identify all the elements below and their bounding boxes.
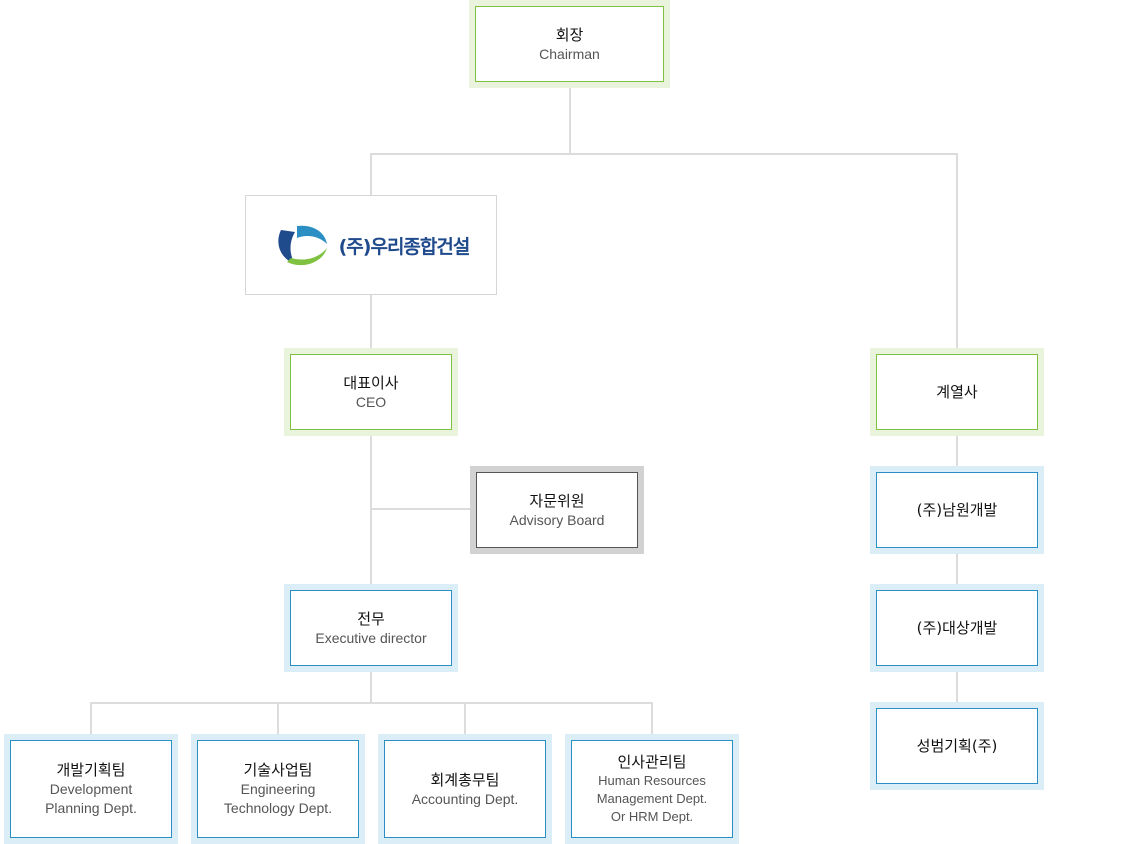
connector-line — [370, 295, 372, 348]
company-logo-box: (주)우리종합건설 — [245, 195, 497, 295]
dept-title-en: Planning Dept. — [45, 800, 137, 816]
connector-line — [277, 702, 279, 734]
dept-card: 인사관리팀 Human Resources Management Dept. O… — [571, 740, 733, 838]
ceo-card: 대표이사 CEO — [290, 354, 452, 430]
connector-line — [370, 508, 470, 510]
advisory-title-en: Advisory Board — [509, 511, 605, 528]
affiliate-name: (주)대상개발 — [916, 619, 998, 637]
dept-card: 회계총무팀 Accounting Dept. — [384, 740, 546, 838]
affiliate-card: 성범기획(주) — [876, 708, 1038, 784]
advisory-node: 자문위원 Advisory Board — [470, 466, 644, 554]
affiliate-node: (주)남원개발 — [870, 466, 1044, 554]
dept-title-en: Engineering — [240, 781, 316, 797]
connector-line — [651, 702, 653, 734]
connector-line — [464, 702, 466, 734]
dept-title-en: Technology Dept. — [223, 800, 333, 816]
chairman-card: 회장 Chairman — [475, 6, 664, 82]
chairman-title-en: Chairman — [539, 45, 600, 62]
connector-line — [90, 702, 653, 704]
dept-card: 개발기획팀 Development Planning Dept. — [10, 740, 172, 838]
dept-title-ko: 기술사업팀 — [243, 761, 313, 779]
connector-line — [370, 153, 958, 155]
affiliate-node: (주)대상개발 — [870, 584, 1044, 672]
affiliate-name: 성범기획(주) — [916, 737, 998, 755]
connector-line — [90, 702, 92, 734]
company-logo-text: (주)우리종합건설 — [338, 235, 471, 258]
affiliates-card: 계열사 — [876, 354, 1038, 430]
connector-line — [956, 553, 958, 584]
executive-card: 전무 Executive director — [290, 590, 452, 666]
connector-line — [956, 671, 958, 702]
affiliate-name: (주)남원개발 — [916, 501, 998, 519]
chairman-title-ko: 회장 — [555, 25, 584, 44]
affiliates-title: 계열사 — [936, 383, 978, 401]
dept-title-ko: 회계총무팀 — [430, 770, 500, 789]
ceo-node: 대표이사 CEO — [284, 348, 458, 436]
connector-line — [956, 436, 958, 466]
connector-line — [956, 153, 958, 348]
dept-engineering-node: 기술사업팀 Engineering Technology Dept. — [191, 734, 365, 844]
dept-title-ko: 인사관리팀 — [617, 753, 687, 771]
dept-title-ko: 개발기획팀 — [56, 761, 126, 779]
dept-title-en: Development — [49, 781, 133, 797]
ceo-title-en: CEO — [355, 393, 387, 410]
dept-accounting-node: 회계총무팀 Accounting Dept. — [378, 734, 552, 844]
dept-title-en: Or HRM Dept. — [610, 809, 694, 824]
dept-title-en: Accounting Dept. — [411, 790, 519, 807]
executive-title-en: Executive director — [315, 629, 427, 646]
connector-line — [370, 671, 372, 703]
affiliate-card: (주)대상개발 — [876, 590, 1038, 666]
connector-line — [370, 153, 372, 195]
advisory-card: 자문위원 Advisory Board — [476, 472, 638, 548]
connector-line — [370, 436, 372, 584]
affiliates-node: 계열사 — [870, 348, 1044, 436]
dept-hr-node: 인사관리팀 Human Resources Management Dept. O… — [565, 734, 739, 844]
connector-line — [569, 87, 571, 154]
chairman-node: 회장 Chairman — [469, 0, 670, 88]
affiliate-node: 성범기획(주) — [870, 702, 1044, 790]
dept-development-node: 개발기획팀 Development Planning Dept. — [4, 734, 178, 844]
dept-card: 기술사업팀 Engineering Technology Dept. — [197, 740, 359, 838]
dept-title-en: Human Resources — [598, 773, 706, 788]
company-logo-icon — [277, 225, 327, 266]
advisory-title-ko: 자문위원 — [529, 491, 585, 510]
dept-title-en: Management Dept. — [596, 791, 708, 806]
affiliate-card: (주)남원개발 — [876, 472, 1038, 548]
ceo-title-ko: 대표이사 — [343, 373, 399, 392]
executive-title-ko: 전무 — [357, 609, 385, 628]
executive-node: 전무 Executive director — [284, 584, 458, 672]
